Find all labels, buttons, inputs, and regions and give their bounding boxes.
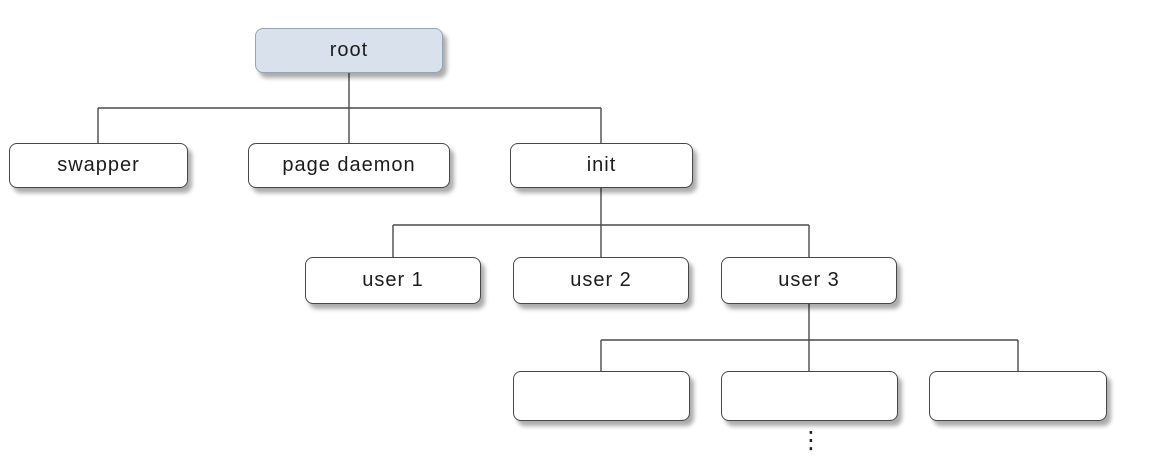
node-root: root (255, 28, 443, 73)
node-user1: user 1 (305, 257, 481, 304)
node-user3-child-3 (929, 371, 1107, 421)
node-user2: user 2 (513, 257, 689, 304)
node-init-label: init (586, 154, 617, 176)
node-user3: user 3 (721, 257, 897, 304)
node-init: init (510, 143, 693, 188)
node-user1-label: user 1 (362, 269, 424, 291)
node-user3-child-2 (721, 371, 898, 421)
connector-user3-level (600, 304, 1019, 371)
continuation-ellipsis: ⋮ (799, 426, 823, 454)
node-swapper: swapper (9, 143, 188, 188)
node-page-daemon-label: page daemon (282, 154, 416, 176)
node-user2-label: user 2 (570, 269, 632, 291)
connector-root-level (97, 73, 602, 143)
connector-init-level (392, 188, 810, 257)
node-user3-label: user 3 (778, 269, 840, 291)
node-swapper-label: swapper (57, 154, 140, 176)
node-user3-child-1 (513, 371, 690, 421)
node-page-daemon: page daemon (248, 143, 450, 188)
node-root-label: root (329, 39, 369, 61)
